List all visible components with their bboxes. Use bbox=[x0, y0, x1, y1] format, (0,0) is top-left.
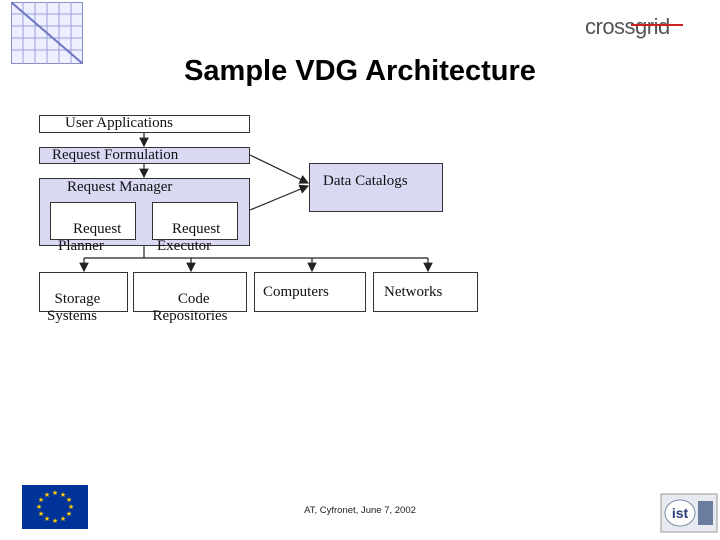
request-manager-label: Request Manager bbox=[67, 179, 173, 195]
svg-text:★: ★ bbox=[36, 503, 42, 511]
crossgrid-logo-text: crossgrid bbox=[585, 14, 670, 39]
computers-box: Computers bbox=[254, 272, 366, 312]
arrow-formulation-to-catalogs bbox=[249, 154, 310, 184]
svg-text:★: ★ bbox=[68, 503, 74, 511]
svg-text:★: ★ bbox=[52, 517, 58, 525]
user-applications-label: User Applications bbox=[65, 115, 173, 131]
svg-text:★: ★ bbox=[38, 510, 44, 518]
networks-label: Networks bbox=[384, 284, 443, 300]
arrow-manager-to-catalogs bbox=[249, 184, 310, 211]
data-catalogs-label: Data Catalogs bbox=[323, 173, 408, 189]
code-repositories-label: Code Repositories bbox=[152, 291, 228, 324]
svg-text:★: ★ bbox=[38, 496, 44, 504]
request-formulation-label: Request Formulation bbox=[52, 147, 179, 163]
svg-text:★: ★ bbox=[60, 515, 66, 523]
svg-text:★: ★ bbox=[66, 510, 72, 518]
svg-text:★: ★ bbox=[52, 489, 58, 497]
request-executor-box: Request Executor bbox=[152, 202, 238, 254]
computers-label: Computers bbox=[263, 284, 329, 300]
svg-text:★: ★ bbox=[44, 515, 50, 523]
svg-text:★: ★ bbox=[60, 491, 66, 499]
request-planner-label: Request Planner bbox=[58, 221, 122, 254]
slide-footer: AT, Cyfronet, June 7, 2002 bbox=[304, 505, 416, 516]
user-applications-box: User Applications bbox=[39, 115, 250, 133]
data-catalogs-box: Data Catalogs bbox=[309, 163, 443, 212]
ist-logo-text: ist bbox=[672, 505, 689, 521]
storage-systems-box: Storage Systems bbox=[39, 272, 128, 324]
request-formulation-box: Request Formulation bbox=[39, 147, 250, 164]
grid-logo bbox=[10, 1, 84, 65]
request-planner-box: Request Planner bbox=[50, 202, 136, 254]
request-executor-label: Request Executor bbox=[157, 221, 221, 254]
svg-text:★: ★ bbox=[66, 496, 72, 504]
svg-text:★: ★ bbox=[44, 491, 50, 499]
crossgrid-logo: crossgrid bbox=[583, 12, 708, 42]
code-repositories-box: Code Repositories bbox=[133, 272, 247, 324]
eu-flag-logo: ★★★ ★★★ ★★★ ★★★ bbox=[22, 485, 88, 529]
storage-systems-label: Storage Systems bbox=[47, 291, 101, 324]
request-manager-box: Request Manager Request Planner Request … bbox=[39, 178, 250, 254]
slide-title: Sample VDG Architecture bbox=[184, 55, 536, 87]
ist-logo: ist bbox=[660, 493, 718, 533]
networks-box: Networks bbox=[373, 272, 478, 312]
